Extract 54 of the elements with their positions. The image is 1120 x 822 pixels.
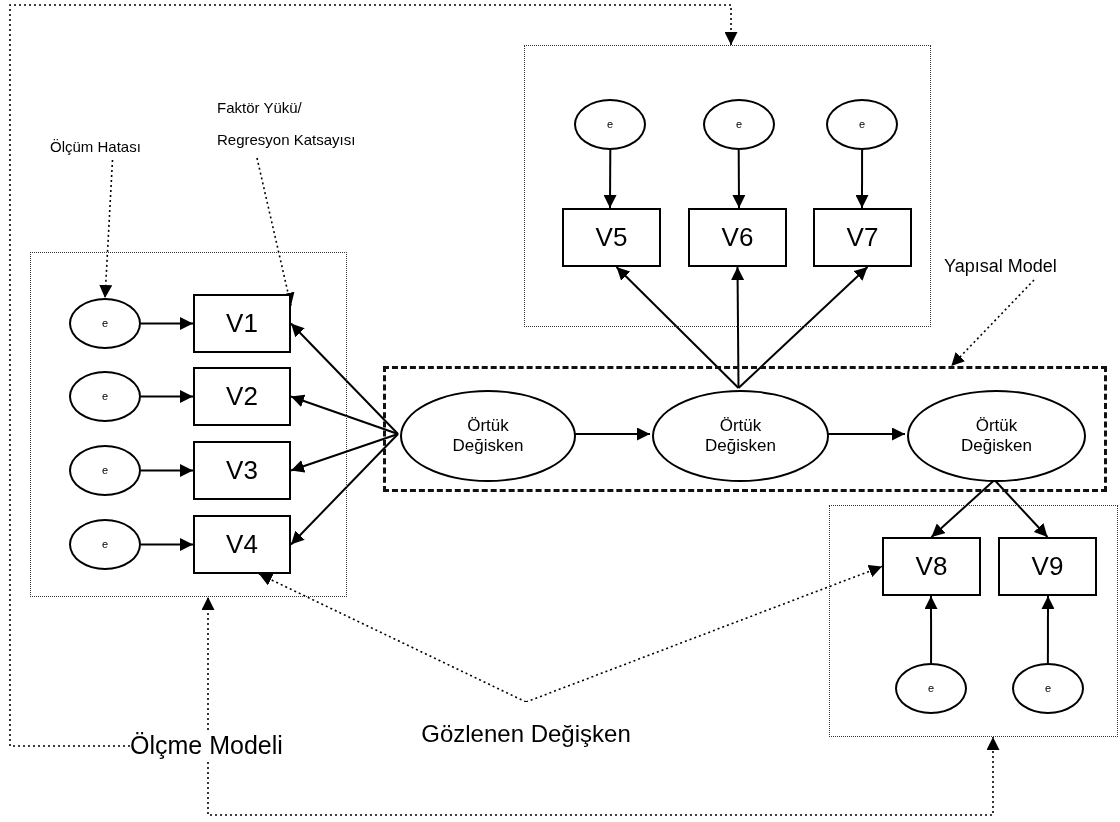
leader-line xyxy=(207,736,1000,816)
arrow xyxy=(290,322,399,435)
error-ellipse: e xyxy=(703,99,775,150)
arrow xyxy=(140,317,194,330)
leader-line xyxy=(525,565,883,703)
observed-variable-box: V9 xyxy=(998,537,1097,596)
arrow xyxy=(290,433,399,473)
arrow xyxy=(603,149,617,209)
annotation-text: Yapısal Model xyxy=(944,256,1094,280)
leader-line xyxy=(201,596,215,731)
arrow xyxy=(290,433,399,546)
annotation-text: Ölçüm Hatası xyxy=(50,138,175,160)
arrow xyxy=(290,394,399,435)
error-ellipse: e xyxy=(69,298,141,349)
group-frame xyxy=(524,45,931,327)
arrow xyxy=(732,149,746,209)
group-frame xyxy=(30,252,347,597)
arrow xyxy=(855,149,869,209)
error-ellipse: e xyxy=(69,445,141,496)
annotation-text: Ölçme Modeli xyxy=(130,730,300,762)
error-ellipse: e xyxy=(574,99,646,150)
leader-line xyxy=(950,279,1035,367)
observed-variable-box: V4 xyxy=(193,515,291,574)
observed-variable-box: V7 xyxy=(813,208,912,267)
error-ellipse: e xyxy=(1012,663,1084,714)
group-frame xyxy=(829,505,1118,737)
leader-line xyxy=(9,4,738,747)
observed-variable-box: V5 xyxy=(562,208,661,267)
arrow xyxy=(140,390,194,403)
error-ellipse: e xyxy=(69,371,141,422)
observed-variable-box: V8 xyxy=(882,537,981,596)
arrow xyxy=(615,266,740,389)
arrow xyxy=(140,538,194,551)
latent-variable-ellipse: Örtük Değisken xyxy=(652,390,829,482)
leader-line xyxy=(99,159,114,299)
observed-variable-box: V6 xyxy=(688,208,787,267)
latent-variable-ellipse: Örtük Değisken xyxy=(907,390,1086,482)
leader-line xyxy=(258,573,527,703)
arrow xyxy=(993,479,1049,538)
error-ellipse: e xyxy=(69,519,141,570)
structural-model-frame xyxy=(383,366,1107,492)
arrow xyxy=(140,464,194,477)
observed-variable-box: V1 xyxy=(193,294,291,353)
arrow xyxy=(1041,595,1055,664)
arrow xyxy=(924,595,938,664)
arrow xyxy=(737,266,869,389)
arrow xyxy=(930,479,996,538)
latent-variable-ellipse: Örtük Değisken xyxy=(400,390,576,482)
error-ellipse: e xyxy=(826,99,898,150)
arrow xyxy=(731,266,745,389)
annotation-text: Faktör Yükü/ Regresyon Katsayısı xyxy=(217,92,377,158)
observed-variable-box: V2 xyxy=(193,367,291,426)
observed-variable-box: V3 xyxy=(193,441,291,500)
error-ellipse: e xyxy=(895,663,967,714)
